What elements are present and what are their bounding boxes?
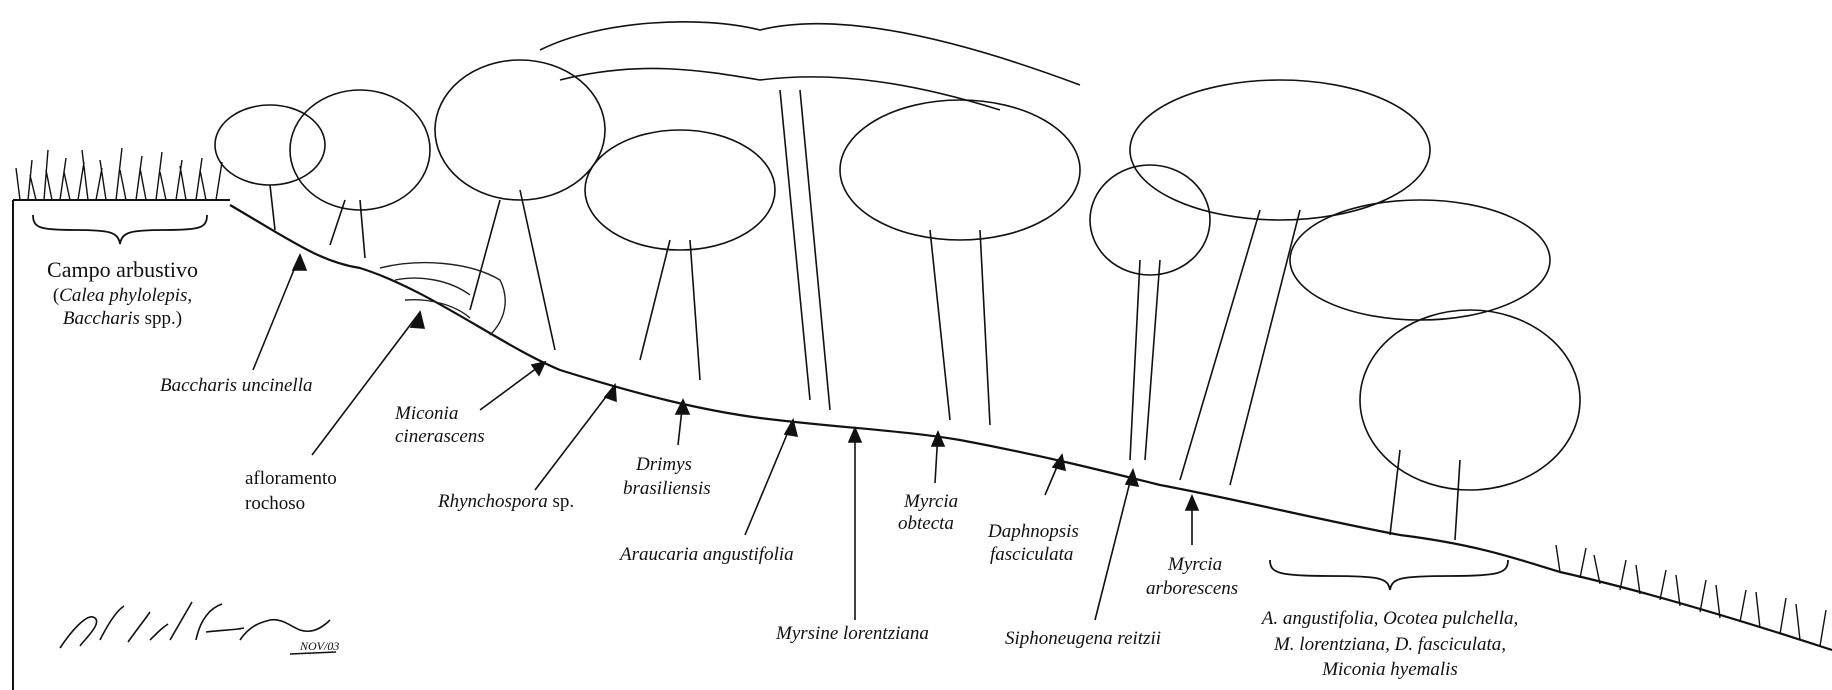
arrowhead-myrcia-arborescens: [1186, 496, 1198, 510]
signature: NOV/03: [60, 602, 339, 654]
label-daphnopsis-line2: fasciculata: [990, 543, 1073, 566]
label-siphoneugena: Siphoneugena reitzii: [1005, 627, 1161, 650]
campo-title: Campo arbustivo: [30, 257, 215, 283]
label-myrcia-arborescens-line2: arborescens: [1146, 577, 1238, 600]
tree-siphoneugena: [1090, 165, 1210, 460]
arrowhead-baccharis-uncinella: [293, 255, 306, 270]
grass-left: [16, 148, 222, 200]
rock-outcrop: [380, 263, 505, 335]
label-drimys-line2: brasiliensis: [623, 477, 711, 500]
tree-drimys: [585, 130, 775, 380]
label-miconia-line1: Miconia: [395, 402, 458, 425]
arrowhead-daphnopsis: [1053, 455, 1065, 470]
campo-species-line2: Baccharis spp.): [30, 307, 215, 330]
tree-araucaria: [540, 22, 1080, 410]
label-group-line2: M. lorentziana, D. fasciculata,: [1255, 633, 1525, 656]
label-myrcia-arborescens-line1: Myrcia: [1168, 553, 1222, 576]
tree-myrcia-arborescens: [1130, 80, 1550, 485]
arrowhead-rhynchospora: [605, 385, 616, 401]
tree-myrcia-obtecta: [840, 100, 1080, 425]
label-myrcia-obtecta-line2: obtecta: [898, 512, 954, 535]
label-daphnopsis-line1: Daphnopsis: [988, 520, 1079, 543]
label-afloramento-line2: rochoso: [245, 492, 305, 515]
tree-baccharis: [215, 105, 325, 230]
tree-canopy-left: [435, 60, 605, 350]
brace-campo: [33, 215, 207, 244]
arrowhead-miconia-cinerascens: [532, 362, 545, 375]
label-miconia-line2: cinerascens: [395, 425, 485, 448]
grass-right: [1556, 545, 1826, 646]
brace-group: [1270, 560, 1508, 590]
arrowhead-myrcia-obtecta: [932, 432, 944, 446]
label-group-line3: Miconia hyemalis: [1255, 658, 1525, 681]
label-araucaria: Araucaria angustifolia: [620, 543, 794, 566]
label-baccharis-uncinella: Baccharis uncinella: [160, 374, 313, 397]
svg-text:NOV/03: NOV/03: [299, 639, 339, 653]
campo-species-line1: (Calea phylolepis,: [30, 284, 215, 307]
label-myrsine: Myrsine lorentziana: [776, 622, 929, 645]
label-myrcia-obtecta-line1: Myrcia: [904, 490, 958, 513]
arrowhead-myrsine: [849, 428, 861, 442]
label-group-line1: A. angustifolia, Ocotea pulchella,: [1255, 607, 1525, 630]
label-rhynchospora: Rhynchospora sp.: [438, 490, 574, 513]
tree-group-right: [1360, 310, 1580, 540]
tree-miconia: [290, 90, 430, 258]
label-afloramento-line1: afloramento: [245, 467, 337, 490]
label-drimys-line1: Drimys: [636, 453, 692, 476]
